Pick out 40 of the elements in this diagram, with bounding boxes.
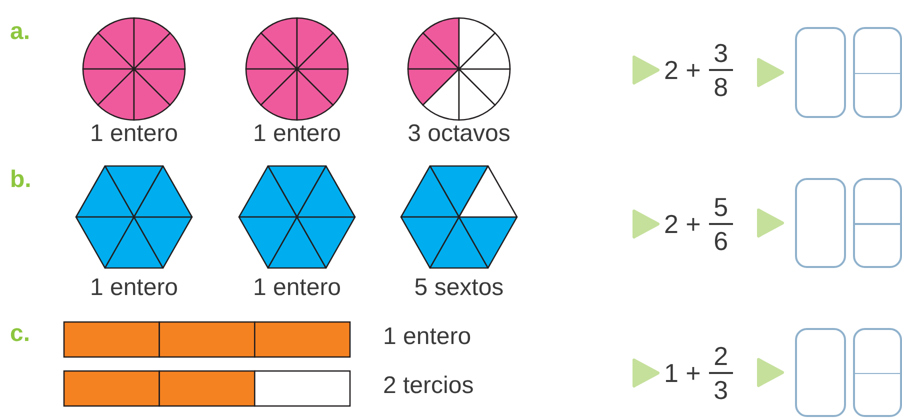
arrow-triangle: [632, 358, 660, 388]
fraction-caption: 1 entero: [90, 276, 178, 300]
fraction-denominator: 6: [714, 228, 728, 254]
fraction-numerator: 5: [714, 194, 728, 220]
circle-fraction-drawing: [407, 17, 511, 121]
arrow-triangle: [632, 210, 660, 238]
fraction-caption: 1 entero: [383, 325, 472, 349]
fraction-answer-box: [853, 178, 902, 268]
arrow-triangle: [757, 208, 784, 238]
math-expression: 1 +: [664, 360, 701, 386]
item-letter: c.: [10, 322, 30, 346]
answer-box: [795, 27, 846, 118]
math-expression: 2 +: [664, 57, 701, 83]
bar-fraction-drawing: [63, 321, 351, 358]
hexagon-fraction-drawing: [238, 165, 356, 269]
arrow-triangle: [632, 56, 660, 84]
hexagon-fraction-drawing: [400, 165, 518, 269]
fraction-caption: 1 entero: [252, 276, 342, 300]
answer-box: [795, 178, 846, 268]
fraction-denominator: 8: [714, 74, 728, 100]
fraction-numerator: 3: [714, 40, 728, 66]
math-expression: 2 +: [664, 211, 701, 237]
answer-box: [795, 328, 846, 417]
fraction-numerator: 2: [714, 343, 728, 370]
circle-fraction-drawing: [82, 17, 186, 121]
hexagon-fraction-drawing: [75, 165, 193, 269]
fraction-caption: 5 sextos: [414, 276, 504, 300]
fraction-answer-box: [853, 328, 902, 417]
fraction-denominator: 3: [714, 376, 728, 403]
arrow-triangle: [757, 358, 784, 387]
fraction-caption: 2 tercios: [383, 374, 474, 398]
arrow-triangle: [757, 58, 784, 87]
fraction-caption: 3 octavos: [408, 122, 510, 146]
fraction-caption: 1 entero: [252, 122, 342, 146]
fraction-answer-box: [853, 27, 902, 118]
item-letter: b.: [10, 168, 32, 192]
bar-fraction-drawing: [63, 370, 351, 407]
fraction-caption: 1 entero: [90, 122, 178, 146]
item-letter: a.: [10, 20, 30, 44]
circle-fraction-drawing: [245, 17, 349, 121]
